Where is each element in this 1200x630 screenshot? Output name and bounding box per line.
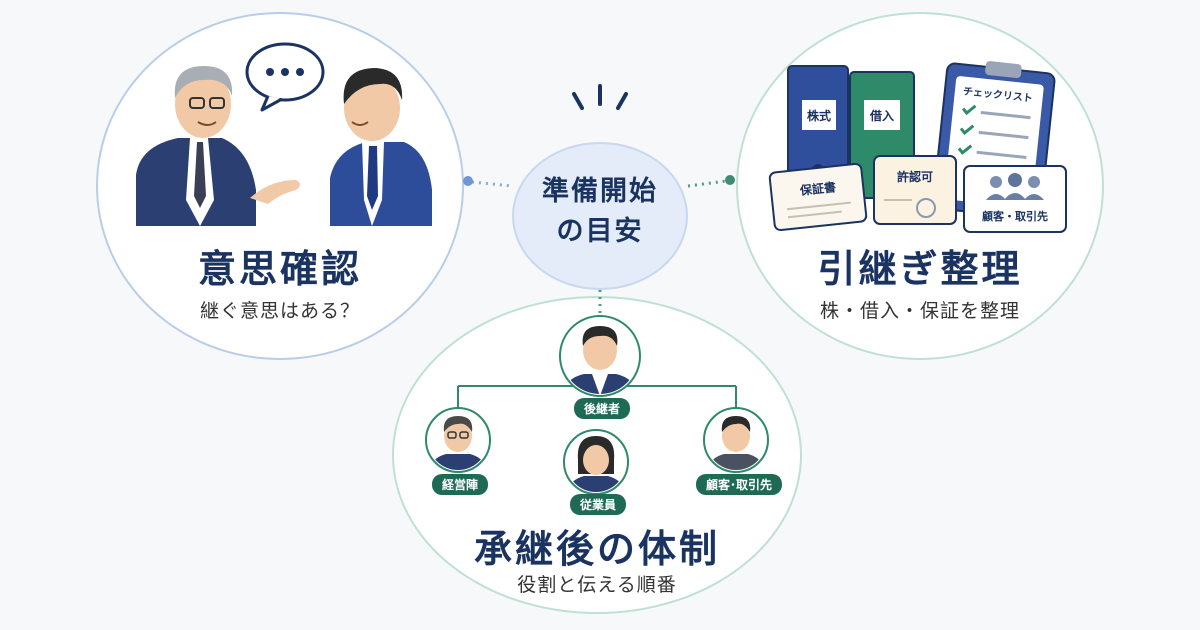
senior-businessman-icon	[136, 66, 300, 226]
license-card-label: 許認可	[896, 170, 933, 184]
idea-rays-icon	[572, 84, 628, 110]
clients-card-icon	[963, 165, 1067, 233]
connector-right	[687, 175, 735, 188]
org-chart	[425, 315, 769, 495]
post-succession-title: 承継後の体制	[473, 527, 720, 571]
employees-tag: 従業員	[570, 494, 627, 515]
successor-avatar	[559, 315, 641, 397]
employee-avatar	[563, 429, 629, 495]
intent-check-subtitle: 継ぐ意思はある？	[199, 300, 360, 322]
successor-tag: 後継者	[574, 398, 631, 419]
speech-bubble-icon	[245, 42, 325, 112]
center-line1: 準備開始	[542, 176, 658, 207]
center-label: 準備開始 の目安	[512, 172, 688, 252]
handover-title: 引継ぎ整理	[817, 247, 1023, 291]
clients-card-label: 顧客・取引先	[982, 210, 1048, 223]
license-card-icon	[873, 155, 957, 225]
young-businessman-icon	[330, 68, 432, 226]
handover-subtitle: 株・借入・保証を整理	[819, 300, 1020, 322]
intent-check-title: 意思確認	[197, 247, 362, 291]
clients-tag: 顧客･取引先	[696, 474, 783, 495]
post-succession-subtitle: 役割と伝える順番	[517, 574, 677, 596]
documents-illustration	[768, 61, 1067, 233]
management-avatar	[425, 407, 491, 473]
binder-loan-label: 借入	[869, 109, 894, 123]
connector-left	[463, 176, 513, 188]
conversation-illustration	[136, 42, 432, 226]
binder-stock-label: 株式	[806, 109, 831, 123]
guarantee-card-icon	[768, 162, 868, 232]
center-hub	[512, 142, 688, 290]
management-tag: 経営陣	[432, 474, 489, 495]
center-line2: の目安	[556, 216, 644, 247]
binder-stock-icon	[787, 65, 849, 197]
clients-avatar	[703, 407, 769, 473]
